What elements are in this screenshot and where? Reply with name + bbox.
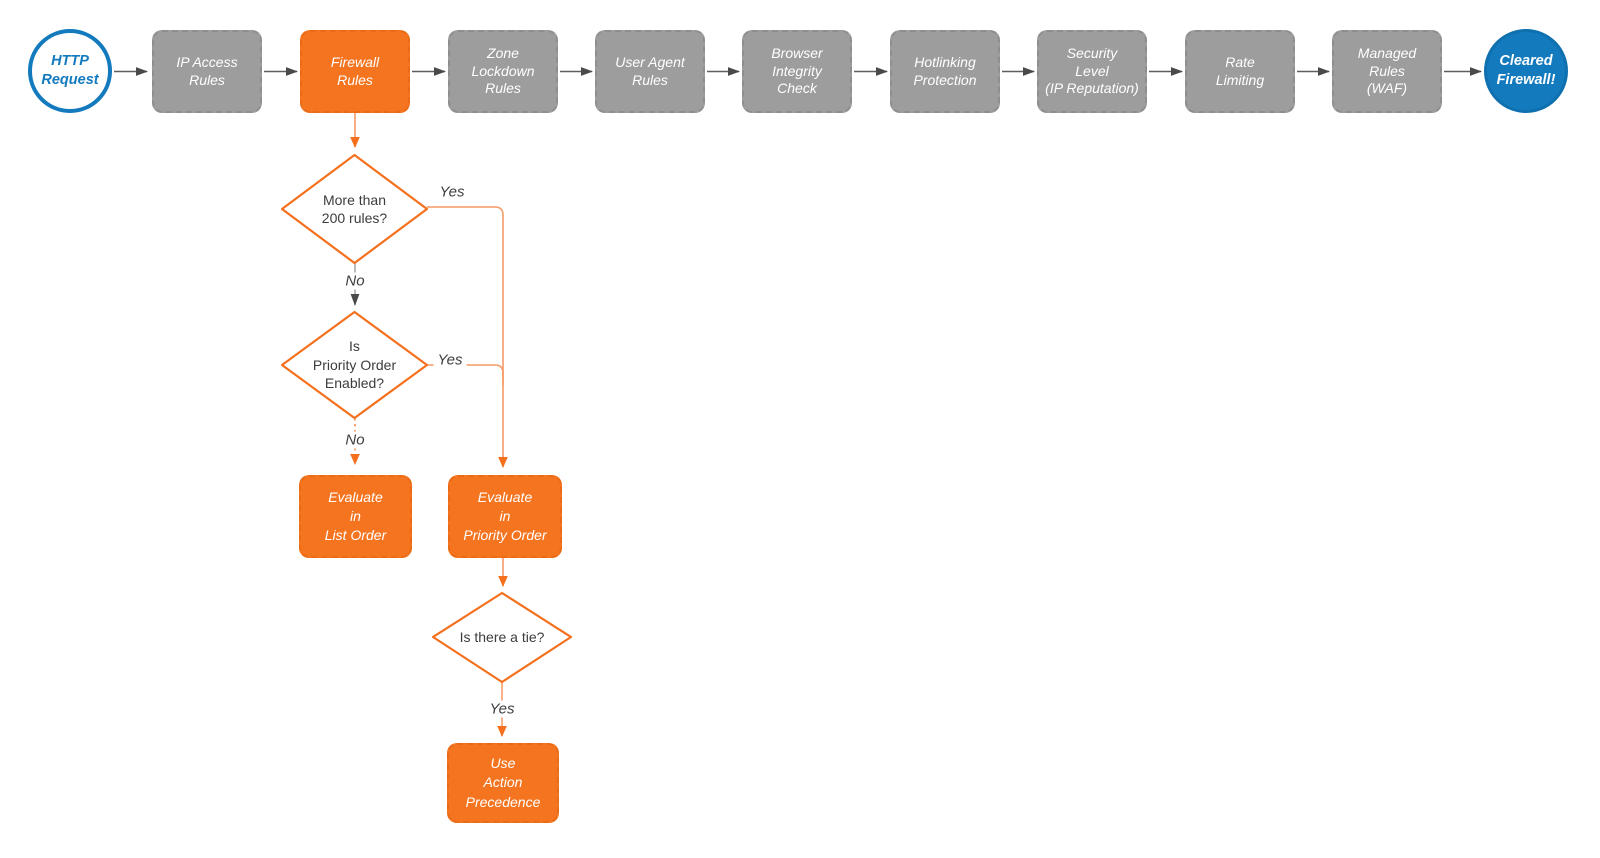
edge-label-decision2-yes: Yes — [433, 351, 467, 369]
edge-decision1-yes — [427, 206, 508, 468]
decision-more-than-200-rules: More than 200 rules? — [321, 191, 388, 226]
node-hotlinking-protection: Hotlinking Protection — [890, 30, 1000, 113]
edge-label-decision3-yes: Yes — [485, 700, 519, 718]
decision1-shape — [280, 153, 429, 265]
node-use-action-precedence: Use Action Precedence — [447, 743, 559, 823]
node-cleared-firewall: Cleared Firewall! — [1484, 29, 1568, 113]
decision-is-there-a-tie: Is there a tie? — [459, 629, 545, 646]
node-http-request: HTTP Request — [28, 29, 112, 113]
decision-priority-order-enabled: Is Priority Order Enabled? — [312, 338, 397, 392]
node-managed-rules-waf: Managed Rules (WAF) — [1332, 30, 1442, 113]
decision3-shape — [431, 591, 573, 684]
decision2-shape — [280, 310, 429, 420]
edge-label-decision1-yes: Yes — [435, 183, 469, 201]
node-user-agent-rules: User Agent Rules — [595, 30, 705, 113]
edge-label-decision1-no: No — [341, 272, 369, 290]
node-ip-access-rules: IP Access Rules — [152, 30, 262, 113]
node-evaluate-in-priority-order: Evaluate in Priority Order — [448, 475, 562, 558]
node-zone-lockdown-rules: Zone Lockdown Rules — [448, 30, 558, 113]
node-rate-limiting: Rate Limiting — [1185, 30, 1295, 113]
edge-label-decision2-no: No — [341, 431, 369, 449]
edge-decision2-yes — [427, 364, 504, 385]
decision-diamonds — [280, 153, 573, 684]
node-browser-integrity-check: Browser Integrity Check — [742, 30, 852, 113]
node-firewall-rules: Firewall Rules — [300, 30, 410, 113]
node-evaluate-in-list-order: Evaluate in List Order — [299, 475, 412, 558]
node-security-level: Security Level (IP Reputation) — [1037, 30, 1147, 113]
